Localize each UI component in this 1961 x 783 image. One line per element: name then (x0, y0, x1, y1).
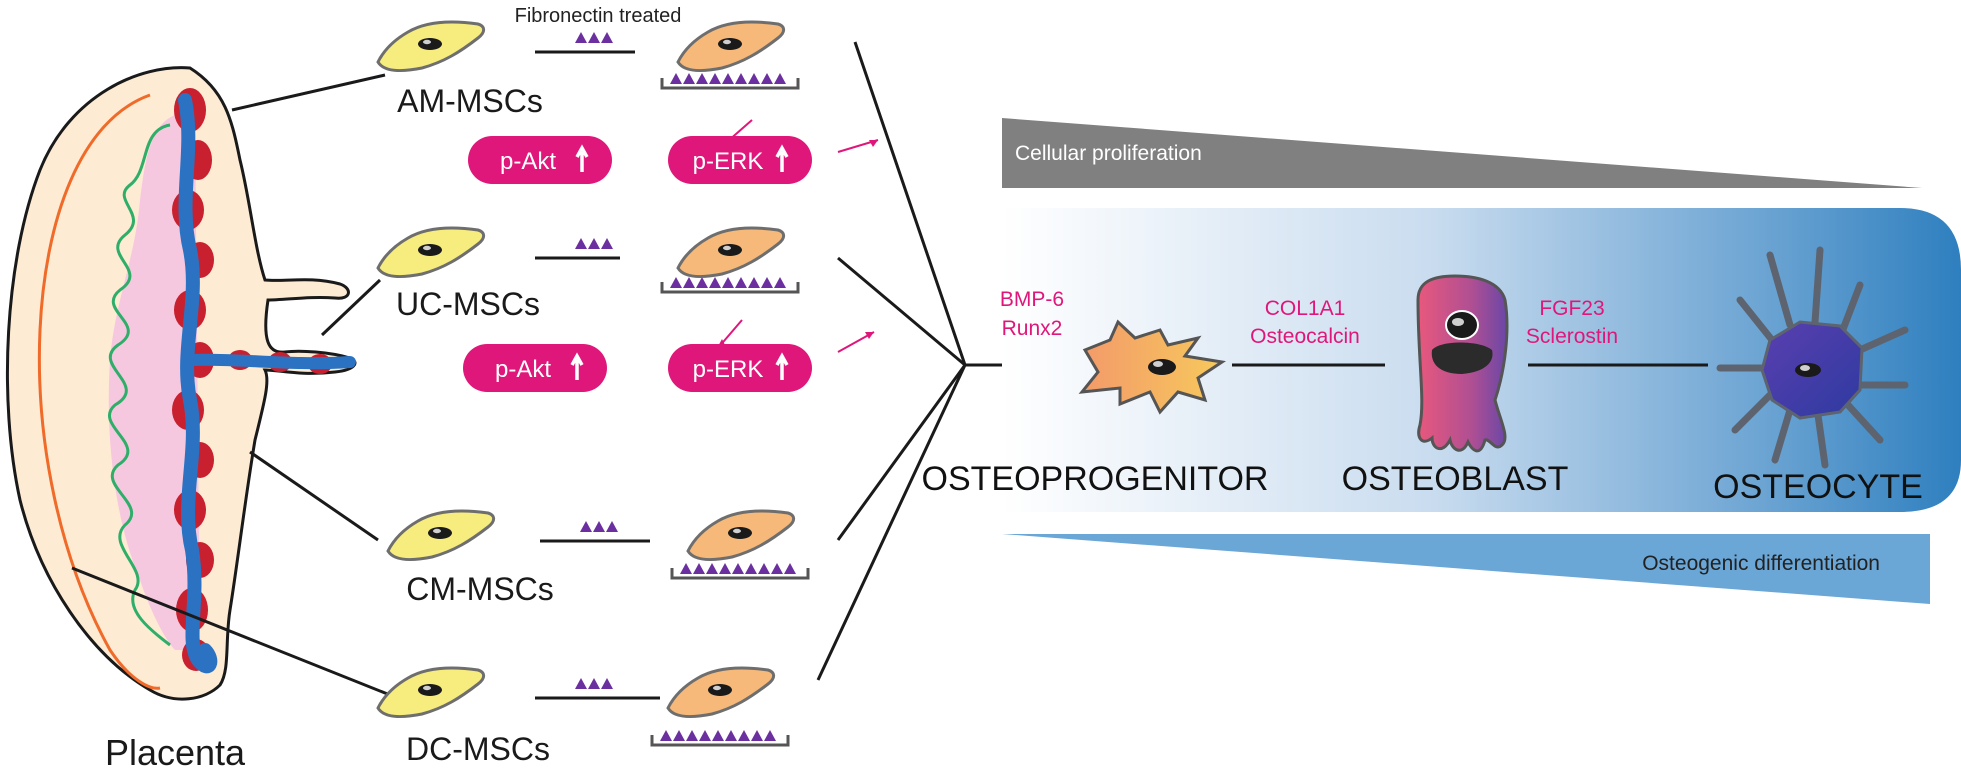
untreated-msc-cell (376, 666, 486, 718)
p-akt-badge: p-Akt (468, 136, 612, 184)
untreated-msc-cell (376, 20, 486, 72)
placenta-illustration: Placenta (5, 66, 357, 773)
placenta-connectors (71, 73, 391, 697)
culture-dish (660, 282, 800, 294)
marker-fgf23: FGF23 (1539, 297, 1604, 320)
differentiation-bar (1002, 534, 1930, 604)
msc-row-2: UC-MSCs p-Akt p-ERK (376, 226, 875, 392)
badge-label: p-ERK (693, 148, 764, 175)
culture-dish (660, 78, 800, 90)
msc-label: CM-MSCs (406, 571, 554, 607)
osteogenesis-panel: Cellular proliferation Osteogenic differ… (922, 118, 1961, 604)
msc-row-1: AM-MSCs p-Akt p-ERK (376, 20, 879, 184)
culture-dish (670, 568, 810, 580)
marker-col1a1: COL1A1 (1265, 297, 1346, 320)
umbilical-vessel (178, 93, 218, 674)
proliferation-label: Cellular proliferation (1015, 142, 1202, 165)
up-arrow-icon (575, 144, 589, 172)
culture-dish (650, 735, 790, 747)
fibronectin-treated-msc-cell (686, 509, 796, 561)
untreated-msc-cell (376, 226, 486, 278)
marker-sclerostin: Sclerostin (1526, 325, 1618, 348)
osteocyte-cell (1716, 246, 1909, 469)
badge-label: p-Akt (495, 356, 551, 383)
p-erk-badge: p-ERK (668, 136, 812, 184)
differentiation-label: Osteogenic differentiation (1642, 552, 1880, 575)
p-erk-badge: p-ERK (668, 344, 812, 392)
msc-row-3: CM-MSCs (386, 509, 810, 607)
osteocyte-label: OSTEOCYTE (1713, 468, 1923, 506)
msc-rows: AM-MSCs p-Akt p-ERK UC-MSCs p-Akt p-ERK CM-MSC… (376, 20, 879, 767)
marker-osteocalcin: Osteocalcin (1250, 325, 1360, 348)
fibronectin-treated-msc-cell (676, 20, 786, 72)
marker-bmp6: BMP-6 (1000, 288, 1064, 311)
up-arrow-icon (775, 144, 789, 172)
placenta-label: Placenta (105, 732, 246, 773)
msc-label: AM-MSCs (397, 83, 543, 119)
marker-runx2: Runx2 (1002, 317, 1063, 340)
badge-label: p-ERK (693, 356, 764, 383)
badge-label: p-Akt (500, 148, 556, 175)
osteoprogenitor-markers: BMP-6 Runx2 (1000, 288, 1064, 340)
fibronectin-treated-title: Fibronectin treated (515, 5, 682, 27)
fibronectin-treated-msc-cell (676, 226, 786, 278)
osteoprogenitor-cell (1078, 319, 1227, 415)
proliferation-bar (1002, 118, 1922, 188)
osteocyte-markers: FGF23 Sclerostin (1526, 297, 1618, 348)
up-arrow-icon (775, 352, 789, 380)
fibronectin-treated-msc-cell (666, 666, 776, 718)
up-arrow-icon (570, 352, 584, 380)
untreated-msc-cell (386, 509, 496, 561)
msc-row-4: DC-MSCs (376, 666, 790, 767)
p-akt-badge: p-Akt (463, 344, 607, 392)
osteoprogenitor-label: OSTEOPROGENITOR (922, 460, 1269, 498)
osteoblast-markers: COL1A1 Osteocalcin (1250, 297, 1360, 348)
msc-label: UC-MSCs (396, 286, 540, 322)
osteoblast-label: OSTEOBLAST (1342, 460, 1569, 498)
msc-label: DC-MSCs (406, 731, 550, 767)
osteoblast-cell (1416, 274, 1509, 453)
